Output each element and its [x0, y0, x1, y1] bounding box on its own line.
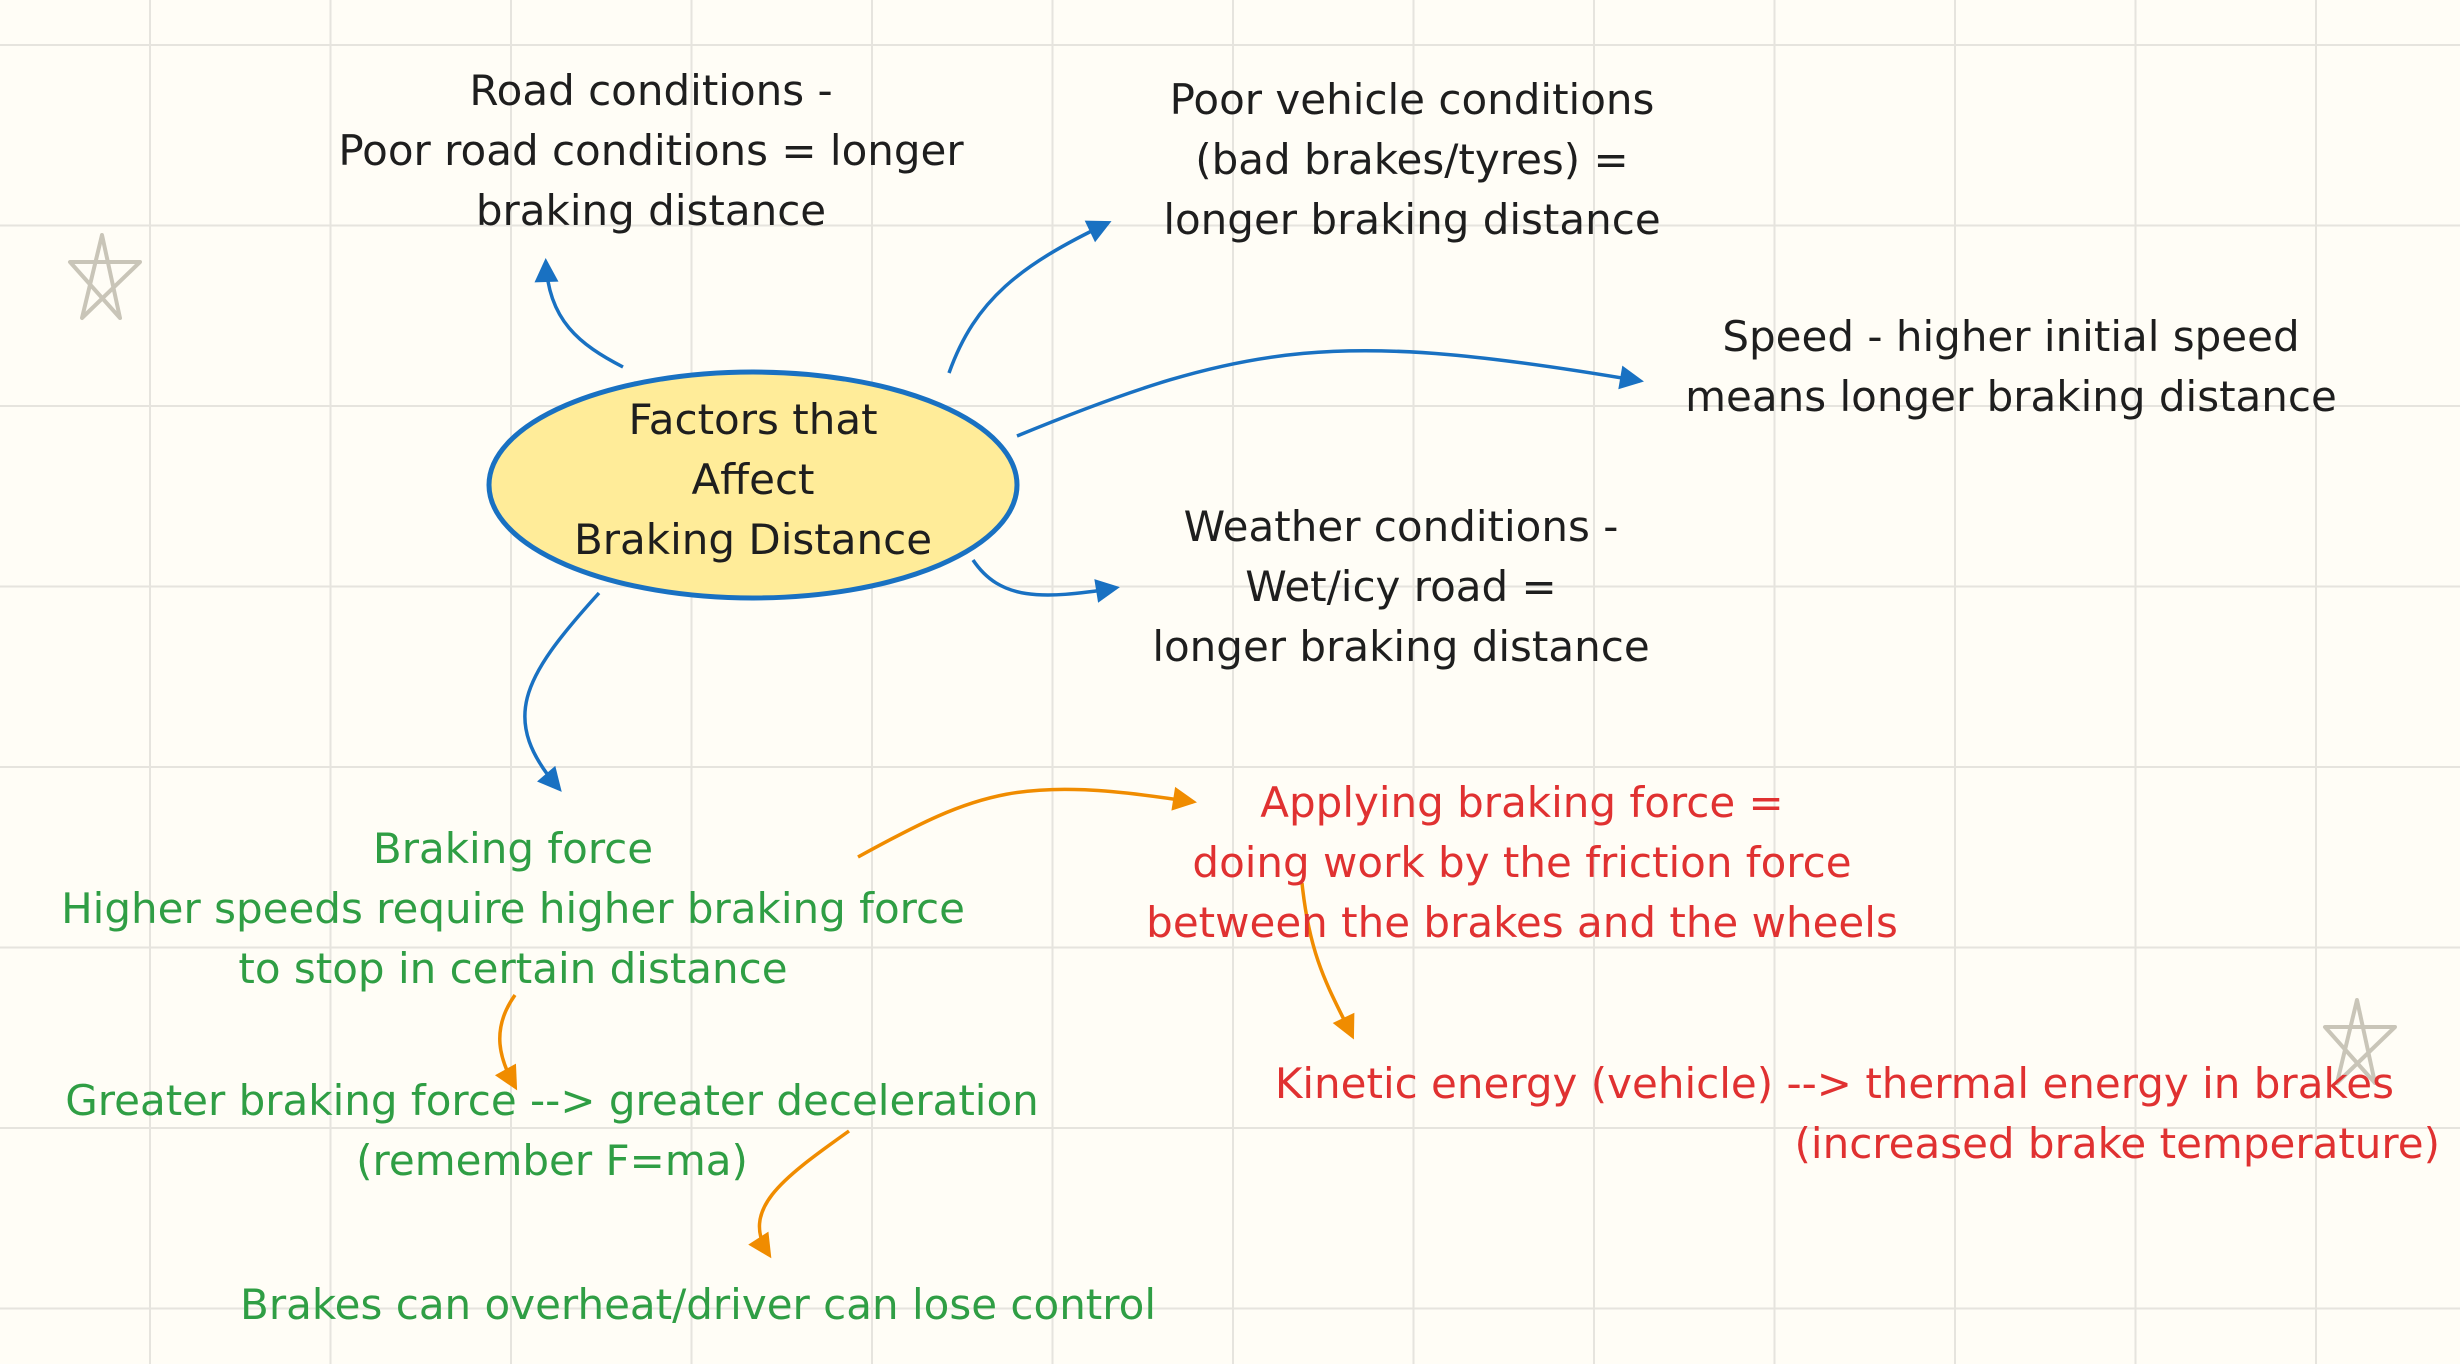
text-line: Poor road conditions = longer — [338, 126, 964, 175]
greater-force-node: Greater braking force --> greater decele… — [65, 1071, 1039, 1191]
arrow-to-kinetic — [1300, 882, 1355, 1040]
central-ellipse — [486, 369, 1020, 601]
text-line: Factors that — [628, 395, 878, 444]
text-line: (remember F=ma) — [356, 1136, 748, 1185]
weather-node: Weather conditions - Wet/icy road = long… — [1152, 497, 1649, 677]
text-line: (bad brakes/tyres) = — [1195, 135, 1629, 184]
text-line: between the brakes and the wheels — [1146, 898, 1898, 947]
text-line: to stop in certain distance — [238, 944, 788, 993]
text-line: Speed - higher initial speed — [1722, 312, 2300, 361]
text-line: braking distance — [475, 186, 827, 235]
kinetic-energy-node: Kinetic energy (vehicle) --> thermal ene… — [1275, 1054, 2440, 1174]
text-line: Greater braking force --> greater decele… — [65, 1076, 1039, 1125]
central-topic: Factors that Affect Braking Distance — [574, 390, 932, 570]
overheat-node: Brakes can overheat/driver can lose cont… — [240, 1275, 1156, 1335]
star-icon — [2323, 998, 2397, 1085]
text-line: Applying braking force = — [1260, 778, 1784, 827]
text-line: Affect — [691, 455, 815, 504]
arrow-to-applying — [857, 786, 1197, 859]
text-line: doing work by the friction force — [1192, 838, 1852, 887]
text-line: Braking Distance — [573, 515, 933, 564]
text-line: means longer braking distance — [1685, 372, 2337, 421]
arrow-to-speed — [1016, 348, 1644, 438]
text-line: Weather conditions - — [1183, 502, 1619, 551]
text-line: (increased brake temperature) — [1794, 1119, 2440, 1168]
braking-force-node: Braking force Higher speeds require high… — [61, 819, 965, 999]
text-line: longer braking distance — [1152, 622, 1650, 671]
text-line: Road conditions - — [469, 66, 833, 115]
text-line: Brakes can overheat/driver can lose cont… — [240, 1280, 1156, 1329]
star-icon — [68, 233, 142, 320]
text-line: Braking force — [372, 824, 654, 873]
vehicle-conditions-node: Poor vehicle conditions (bad brakes/tyre… — [1163, 70, 1660, 250]
text-line: Poor vehicle conditions — [1169, 75, 1655, 124]
applying-force-node: Applying braking force = doing work by t… — [1146, 773, 1898, 953]
text-line: Kinetic energy (vehicle) --> thermal ene… — [1274, 1059, 2394, 1108]
arrow-to-overheat — [748, 1129, 851, 1259]
text-line: Wet/icy road = — [1245, 562, 1557, 611]
speed-node: Speed - higher initial speed means longe… — [1685, 307, 2337, 427]
arrow-to-greater — [494, 993, 518, 1091]
arrow-to-vehicle — [947, 220, 1112, 374]
text-line: longer braking distance — [1163, 195, 1661, 244]
arrow-to-braking-force — [523, 591, 601, 792]
arrow-to-weather — [971, 559, 1120, 603]
arrow-to-road — [534, 258, 624, 369]
road-conditions-node: Road conditions - Poor road conditions =… — [338, 61, 963, 241]
text-line: Higher speeds require higher braking for… — [61, 884, 965, 933]
